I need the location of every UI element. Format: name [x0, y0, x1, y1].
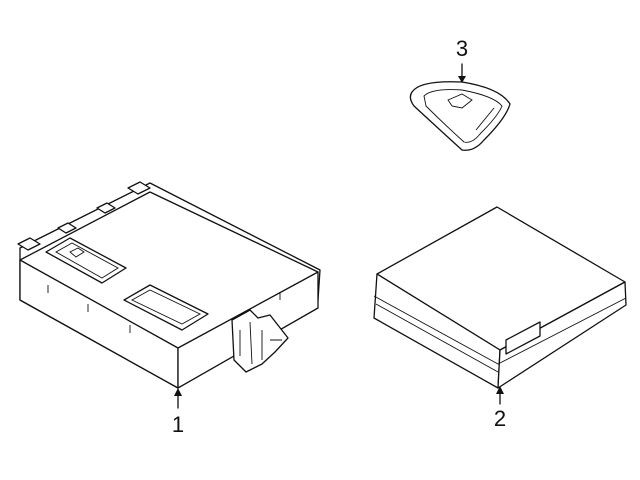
callout-label-2: 2 [493, 406, 507, 431]
callout-arrow-2 [496, 386, 504, 405]
callout-arrow-3 [458, 63, 466, 83]
callout-arrow-1 [174, 388, 182, 409]
part-1-control-module[interactable] [17, 181, 321, 389]
part-3-key-fob[interactable] [409, 81, 511, 151]
part-2-module-box[interactable] [373, 206, 627, 389]
callout-label-1: 1 [171, 412, 185, 437]
callout-label-3: 3 [455, 36, 469, 61]
